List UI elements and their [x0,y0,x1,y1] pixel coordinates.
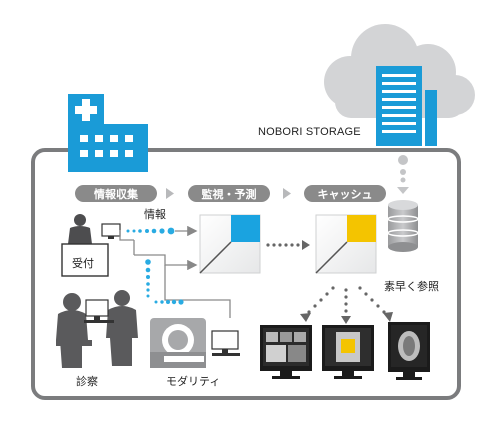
hospital-frame [31,148,461,400]
svg-text:情報収集: 情報収集 [94,187,139,201]
patient-icon [56,293,92,368]
monitor-panel [199,214,261,274]
consult-flow-dots [145,259,151,298]
hospital-icon [68,94,148,172]
step-cache: キャッシュ [304,185,386,202]
computer-icon [101,223,121,239]
database-icon [387,200,419,252]
storage-building-icon [376,66,437,146]
cloud-to-cache-dots [398,155,408,183]
svg-text:キャッシュ: キャッシュ [318,188,373,201]
monitor-to-cache-arrow [266,240,310,250]
modality-label: モダリティ [166,374,220,388]
reception-label: 受付 [72,257,94,270]
step-collect: 情報収集 [75,185,157,202]
quick-view-label: 素早く参照 [384,279,439,293]
viewer-monitor-2 [322,325,374,379]
info-flow-dots [126,227,175,235]
viewer-monitor-1 [260,325,312,379]
consultation-label: 診察 [76,374,98,388]
ct-scanner-icon [150,318,206,368]
collect-connectors [119,225,231,318]
chevron-right-icon [283,188,291,199]
cache-panel [315,214,377,274]
storage-name: NOBORI STORAGE [258,126,361,138]
chevron-right-icon [166,188,174,199]
info-label: 情報 [144,208,166,221]
reception-desk [61,243,109,277]
modality-flow-dots [154,299,184,305]
consult-computer-icon [84,299,114,323]
receptionist-icon [68,214,92,244]
modality-computer-icon [211,330,240,356]
viewer-monitor-3 [388,322,430,380]
doctor-icon [106,290,138,366]
cache-to-viewers-arrows [300,286,393,324]
down-arrow-icon [397,187,409,194]
step-monitor: 監視・予測 [188,185,270,202]
svg-text:監視・予測: 監視・予測 [202,187,257,201]
